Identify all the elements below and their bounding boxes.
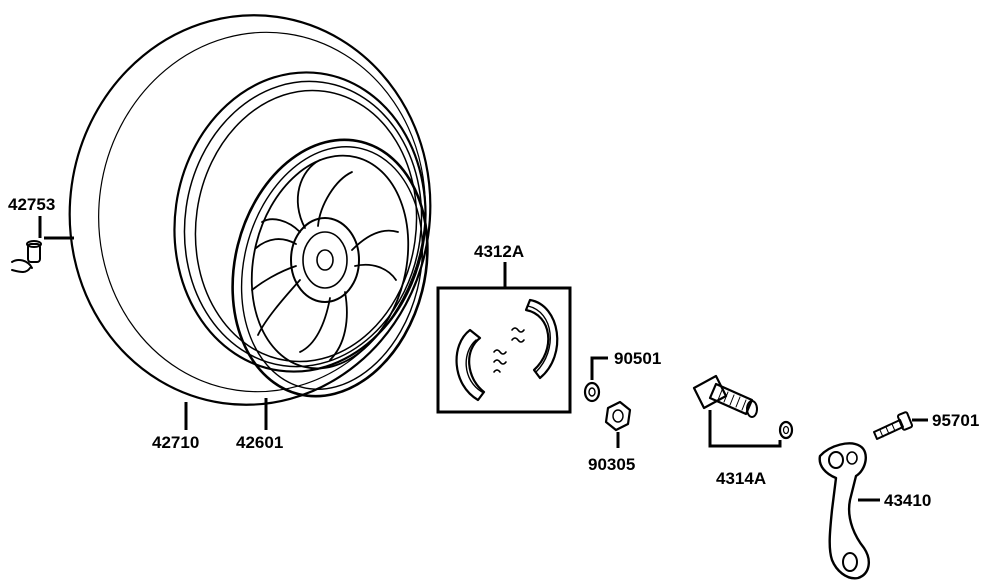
label-valve: 42753 — [8, 195, 55, 214]
label-brake-arm: 43410 — [884, 491, 931, 510]
brake-shoe-set — [436, 262, 572, 414]
label-brake-shoe-set: 4312A — [474, 242, 524, 261]
label-cam-set: 4314A — [716, 469, 766, 488]
label-rim: 42601 — [236, 433, 283, 452]
label-bolt: 95701 — [932, 411, 979, 430]
label-tire: 42710 — [152, 433, 199, 452]
bolt — [873, 411, 928, 440]
cam-set — [692, 374, 794, 448]
nut — [604, 400, 632, 448]
valve — [11, 216, 74, 273]
label-washer: 90501 — [614, 349, 661, 368]
label-nut: 90305 — [588, 455, 635, 474]
washer — [583, 356, 608, 403]
tire — [68, 14, 432, 406]
brake-arm — [818, 442, 880, 580]
rim — [231, 138, 429, 398]
